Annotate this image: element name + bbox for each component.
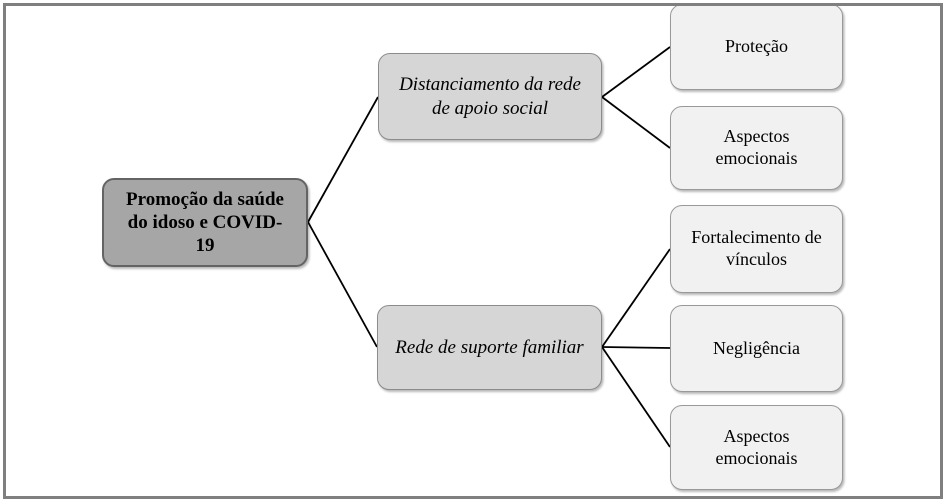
connector-branch1-to-protecao (601, 46, 671, 98)
leaf-node-label: Aspectos emocionais (715, 126, 798, 168)
root-node-promocao-saude: Promoção da saúde do idoso e COVID-19 (102, 178, 308, 267)
leaf-node-protecao: Proteção (670, 4, 843, 90)
leaf-node-label: Negligência (713, 337, 800, 358)
branch-node-label: Rede de suporte familiar (395, 336, 584, 358)
root-node-label: Promoção da saúde do idoso e COVID-19 (126, 188, 284, 257)
leaf-node-aspectos-emocionais-2: Aspectos emocionais (670, 405, 843, 490)
leaf-node-fortalecimento-vinculos: Fortalecimento de vínculos (670, 205, 843, 293)
leaf-node-label: Fortalecimento de vínculos (691, 227, 822, 269)
connector-root-to-branch-1 (307, 96, 379, 223)
connector-branch2-to-aspectos-emocionais (601, 346, 671, 448)
leaf-node-label: Aspectos emocionais (715, 425, 798, 468)
connector-branch1-to-aspectos-emocionais (601, 96, 671, 149)
leaf-node-aspectos-emocionais-1: Aspectos emocionais (670, 106, 843, 190)
branch-node-distanciamento: Distanciamento da rede de apoio social (378, 53, 602, 140)
leaf-node-label: Proteção (725, 36, 788, 57)
branch-node-label: Distanciamento da rede de apoio social (399, 74, 581, 119)
branch-node-rede-suporte-familiar: Rede de suporte familiar (377, 305, 602, 390)
connector-root-to-branch-2 (307, 221, 378, 348)
leaf-node-negligencia: Negligência (670, 305, 843, 392)
connector-branch2-to-fortalecimento (601, 248, 671, 348)
connector-branch2-to-negligencia (601, 346, 671, 349)
